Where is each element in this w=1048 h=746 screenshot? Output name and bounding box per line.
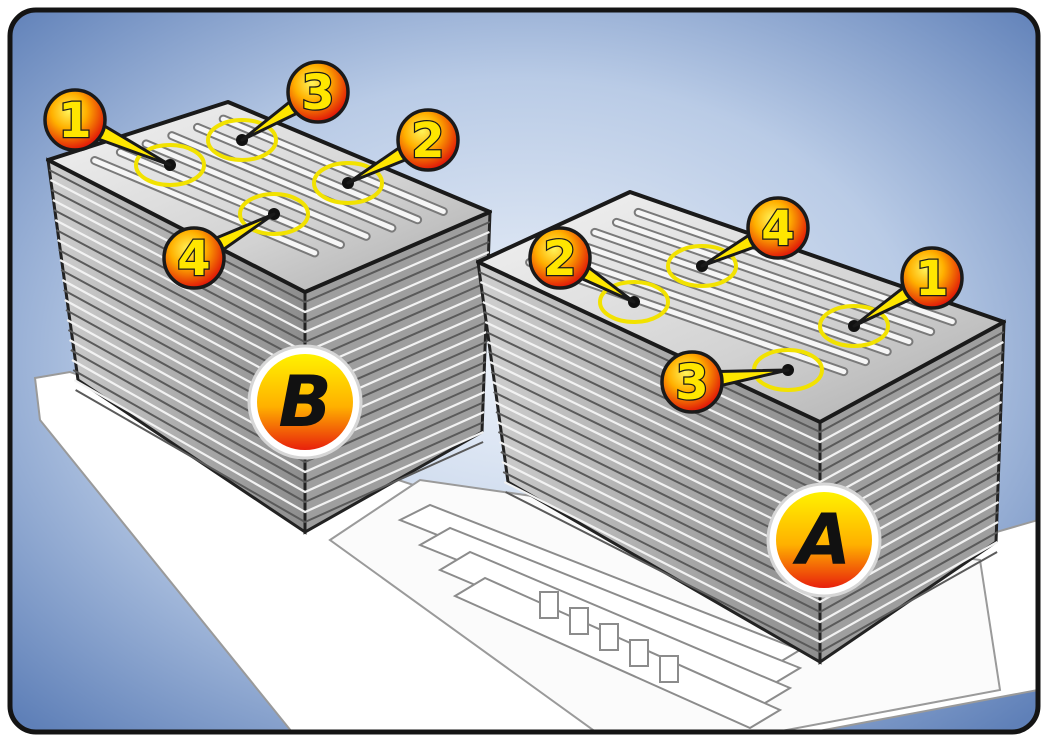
heatsink-letter: B: [278, 361, 331, 443]
callout-number: 3: [301, 65, 334, 121]
callout-number: 2: [543, 231, 576, 287]
heatsink-letter-badge: A: [768, 484, 880, 596]
heatsink-letter-badge: B: [249, 346, 361, 458]
callout-number: 4: [761, 201, 794, 257]
callout-number: 1: [58, 93, 91, 149]
heatsink-letter: A: [792, 499, 851, 581]
callout-number: 4: [177, 231, 210, 287]
callout-number: 2: [411, 113, 444, 169]
callout-number: 1: [915, 251, 948, 307]
callout-number: 3: [675, 355, 708, 411]
